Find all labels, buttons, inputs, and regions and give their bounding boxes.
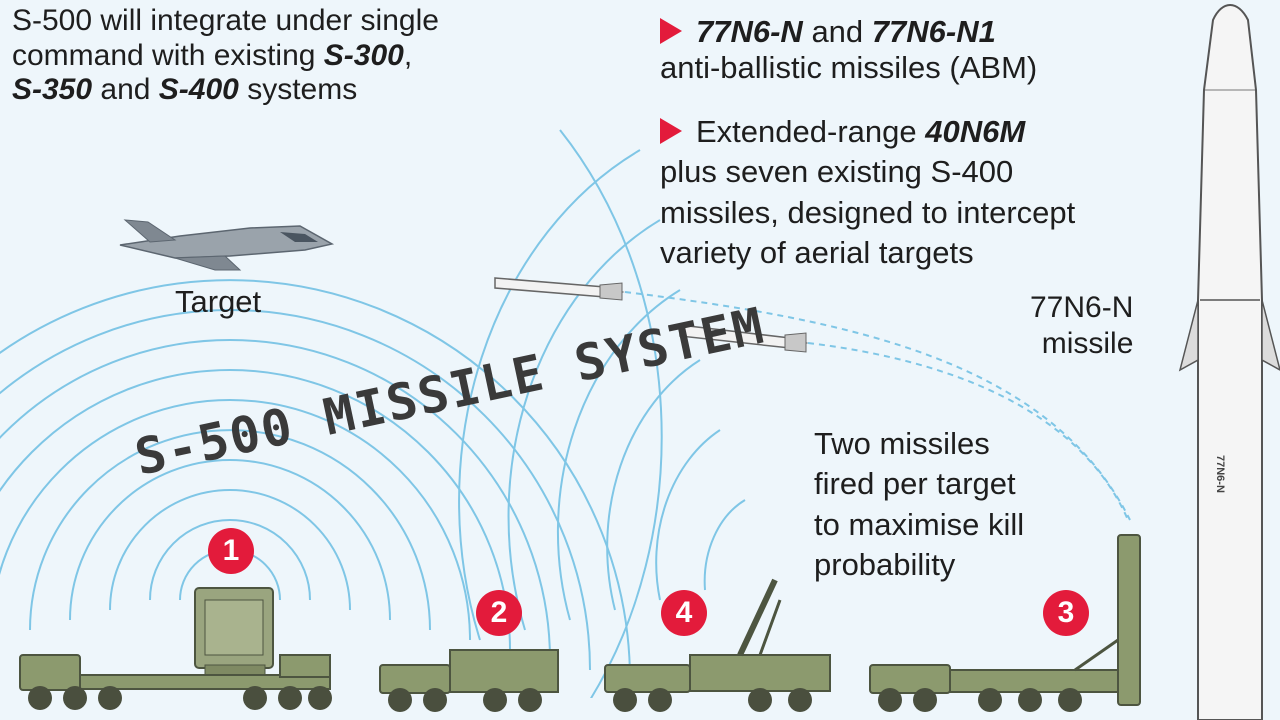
vehicle-4-radar (604, 578, 831, 712)
spec-extended-line-3: missiles, designed to intercept (660, 194, 1076, 230)
intro-line-2-text: command with existing (12, 38, 324, 72)
77n6n1-label: 77N6-N1 (871, 14, 996, 49)
badge-4: 4 (661, 590, 707, 636)
interceptor-missile-lower (679, 324, 809, 353)
target-label: Target (175, 284, 262, 319)
badge-3: 3 (1043, 590, 1089, 636)
jet-icon (119, 219, 335, 271)
s300-label: S-300 (323, 38, 404, 72)
intro-line-1: S-500 will integrate under single (12, 4, 439, 37)
77n6n-label: 77N6-N (696, 14, 803, 49)
spec-extended-line-1: Extended-range 40N6M (660, 112, 1180, 152)
spec-extended-line-2: plus seven existing S-400 (660, 154, 1014, 190)
fired-line-2: fired per target (814, 466, 1016, 502)
spec-extended: Extended-range 40N6M plus seven existing… (660, 112, 1180, 273)
vehicle-2-command (379, 649, 559, 712)
spec-abm-line-2: anti-ballistic missiles (ABM) (660, 49, 1038, 85)
fired-line-4: probability (814, 546, 956, 582)
40n6m-label: 40N6M (925, 114, 1026, 149)
s350-label: S-350 (12, 73, 93, 106)
large-missile-icon: 77N6-N (1178, 4, 1280, 720)
spec-extended-line-4: variety of aerial targets (660, 234, 974, 270)
intro-comma: , (403, 38, 413, 72)
bullet-triangle-icon (660, 118, 682, 144)
interceptor-missile-upper (494, 277, 625, 301)
radar-waves-right (458, 129, 746, 701)
fired-per-target-label: Two missiles fired per target to maximis… (814, 424, 1024, 585)
trajectory-lines (624, 291, 1131, 521)
missile-body-text: 77N6-N (1214, 455, 1226, 493)
spec-extended-pre: Extended-range (696, 114, 926, 149)
s400-label: S-400 (158, 73, 239, 106)
intro-systems: systems (238, 73, 358, 106)
vehicle-3-launcher (869, 534, 1141, 712)
badge-1: 1 (208, 528, 254, 574)
bullet-triangle-icon (660, 18, 682, 44)
intro-text: S-500 will integrate under single comman… (12, 4, 572, 108)
badge-2: 2 (476, 590, 522, 636)
intro-line-2: command with existing S-300, (12, 39, 572, 74)
fired-line-1: Two missiles (814, 426, 990, 461)
fired-line-3: to maximise kill (814, 506, 1025, 542)
intro-and: and (92, 73, 159, 106)
missile-label-line-2: missile (1041, 327, 1134, 360)
missile-label-line-1: 77N6-N (1030, 291, 1134, 324)
ground (0, 698, 1180, 720)
intro-line-3: S-350 and S-400 systems (12, 73, 572, 108)
radar-waves-left (0, 279, 631, 681)
vehicle-1-radar (19, 587, 332, 710)
spec-abm: 77N6-N and 77N6-N1 anti-ballistic missil… (660, 14, 1220, 85)
missile-label: 77N6-N missile (1030, 290, 1133, 362)
spec-abm-line-1: 77N6-N and 77N6-N1 (660, 14, 1220, 50)
spec-abm-and: and (802, 14, 872, 49)
